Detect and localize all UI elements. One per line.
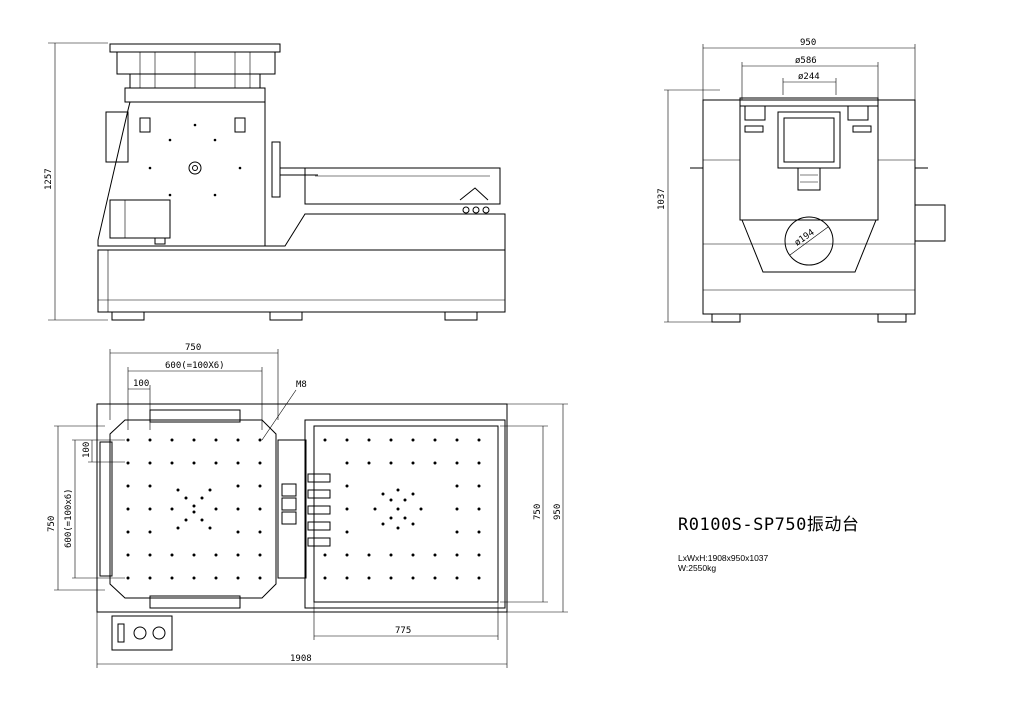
dim-dia-244: ø244 [798, 72, 820, 82]
dim-side-100: 100 [82, 442, 92, 458]
dim-slip-775: 775 [395, 626, 411, 636]
slip-table-holes [323, 438, 481, 580]
head-expander-holes [126, 438, 262, 580]
dim-hole-span: 600(=100X6) [165, 361, 225, 371]
label-thread: M8 [296, 380, 307, 390]
dim-dia-194: ø194 [793, 228, 817, 249]
dim-side-600: 600(=100x6) [64, 488, 74, 548]
dim-overall-1908: 1908 [290, 654, 312, 664]
model-title: R0100S-SP750振动台 [678, 515, 860, 535]
dim-front-height: 1037 [657, 188, 667, 210]
dim-table-width: 750 [185, 343, 201, 353]
dim-side-height: 1257 [44, 168, 54, 190]
spec-weight: W:2550kg [678, 563, 717, 573]
dim-front-width: 950 [800, 38, 816, 48]
plan-view: 750 600(=100X6) 100 M8 750 600(=100x6) 1… [47, 343, 568, 668]
dim-side-750: 750 [47, 516, 57, 532]
spec-dimensions: LxWxH:1908x950x1037 [678, 553, 769, 563]
title-block: R0100S-SP750振动台 LxWxH:1908x950x1037 W:25… [678, 510, 998, 573]
side-view: 1257 [44, 42, 506, 321]
dim-overall-950: 950 [553, 504, 563, 520]
front-view: 950 ø586 ø244 1037 [657, 38, 946, 323]
dim-slip-750: 750 [533, 504, 543, 520]
dim-pitch: 100 [133, 379, 149, 389]
dim-dia-586: ø586 [795, 56, 817, 66]
